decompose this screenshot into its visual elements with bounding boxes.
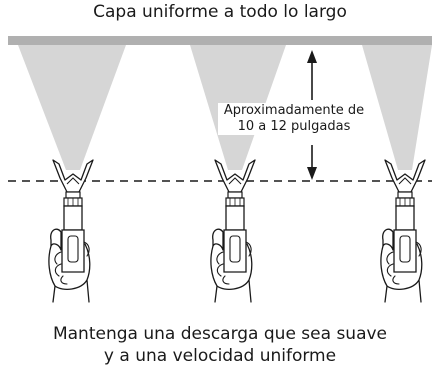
spray-fan-right	[362, 45, 432, 170]
caption: Mantenga una descarga que sea suave y a …	[0, 323, 440, 367]
spray-fan-left	[18, 45, 126, 170]
distance-arrow	[307, 50, 317, 180]
caption-line-1: Mantenga una descarga que sea suave	[52, 324, 388, 344]
surface-bar	[8, 36, 432, 45]
distance-label-line-2: 10 a 12 pulgadas	[237, 119, 351, 134]
distance-label: Aproximadamente de 10 a 12 pulgadas	[218, 103, 370, 135]
diagram-title: Capa uniforme a todo lo largo	[93, 2, 347, 22]
caption-line-2: y a una velocidad uniforme	[103, 346, 337, 366]
distance-label-line-1: Aproximadamente de	[223, 103, 365, 118]
